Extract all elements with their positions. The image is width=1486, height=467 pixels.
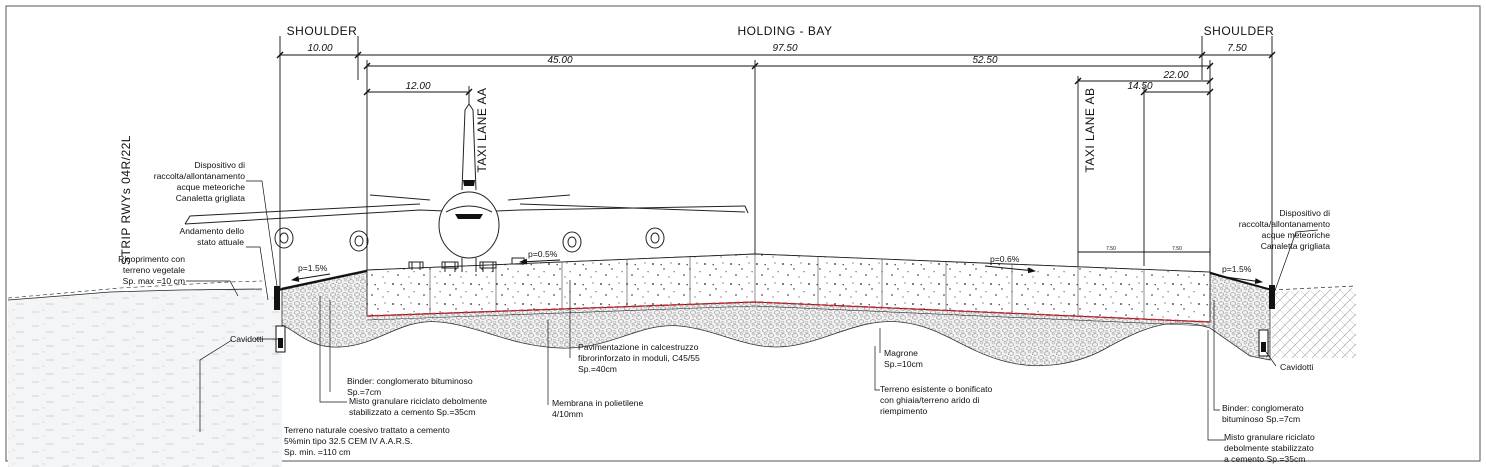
svg-text:Dispositivo di: Dispositivo di (194, 160, 245, 170)
svg-text:Andamento dello: Andamento dello (180, 226, 245, 236)
svg-text:terreno vegetale: terreno vegetale (123, 265, 185, 275)
svg-text:Ricoprimento con: Ricoprimento con (118, 254, 185, 264)
svg-text:Terreno naturale coesivo tratt: Terreno naturale coesivo trattato a ceme… (284, 425, 450, 435)
strip-label: STRIP RWYs 04R/22L (119, 135, 133, 265)
slope-left-bay: p=0.5% (528, 249, 558, 259)
dim-shoulder-right: 7.50 (1227, 43, 1247, 54)
annotation-membrane: Membrana in polietilene 4/10mm (552, 398, 643, 419)
svg-text:acque meteoriche: acque meteoriche (177, 182, 246, 192)
svg-text:Magrone: Magrone (884, 348, 918, 358)
svg-text:Binder: conglomerato bituminos: Binder: conglomerato bituminoso (347, 376, 473, 386)
annotation-granular-right: Misto granulare riciclato debolmente sta… (1224, 432, 1315, 464)
svg-text:5%min tipo 32.5 CEM IV A.A.R.S: 5%min tipo 32.5 CEM IV A.A.R.S. (284, 436, 412, 446)
lean-concrete-line (366, 305, 1211, 327)
svg-text:Pavimentazione in calcestruzzo: Pavimentazione in calcestruzzo (578, 342, 699, 352)
dimension-lines (279, 36, 1273, 290)
taxi-lane-aa-label: TAXI LANE AA (475, 87, 489, 172)
annotation-ducts-right: Cavidotti (1280, 362, 1314, 372)
annotation-existing-soil: Terreno esistente o bonificato con ghiai… (880, 384, 992, 416)
svg-text:Misto granulare riciclato: Misto granulare riciclato (1224, 432, 1315, 442)
svg-text:riempimento: riempimento (880, 406, 928, 416)
existing-state-line (7, 280, 263, 299)
annotation-granular-left: Misto granulare riciclato debolmente sta… (349, 396, 487, 417)
dim-shoulder-left: 10.00 (307, 43, 332, 54)
svg-text:fibrorinforzato in moduli, C45: fibrorinforzato in moduli, C45/55 (578, 353, 700, 363)
svg-text:Sp. min. =110 cm: Sp. min. =110 cm (284, 447, 350, 457)
svg-text:4/10mm: 4/10mm (552, 409, 583, 419)
slope-right-bay: p=0.6% (990, 254, 1020, 264)
annotation-topsoil: Ricoprimento con terreno vegetale Sp. ma… (118, 254, 185, 286)
svg-text:stabilizzato a cemento Sp.=35c: stabilizzato a cemento Sp.=35cm (349, 407, 475, 417)
header-shoulder-left: SHOULDER (287, 24, 358, 38)
svg-text:Canaletta grigliata: Canaletta grigliata (176, 193, 245, 203)
slope-arrows (291, 258, 1263, 285)
dim-taxi-ab-outer: 22.00 (1162, 70, 1188, 81)
svg-text:a cemento Sp.=35cm: a cemento Sp.=35cm (1224, 454, 1305, 464)
annotation-binder-left: Binder: conglomerato bituminoso Sp.=7cm (347, 376, 473, 397)
drawing-frame (5, 5, 1481, 462)
drain-left (274, 286, 280, 310)
svg-text:Sp.=10cm: Sp.=10cm (884, 359, 923, 369)
header-holding-bay: HOLDING - BAY (738, 24, 833, 38)
svg-text:acque meteoriche: acque meteoriche (1262, 230, 1331, 240)
annotation-ducts-left: Cavidotti (230, 334, 264, 344)
dim-taxi-aa-offset: 12.00 (405, 81, 430, 92)
shoulder-left-binder (277, 270, 368, 291)
svg-text:con ghiaia/terreno arido di: con ghiaia/terreno arido di (880, 395, 979, 405)
svg-text:Terreno esistente o bonificato: Terreno esistente o bonificato (880, 384, 992, 394)
topsoil-line (7, 288, 263, 301)
svg-text:Canaletta grigliata: Canaletta grigliata (1261, 241, 1330, 251)
right-ground-line (1271, 285, 1357, 291)
svg-text:Sp.=40cm: Sp.=40cm (578, 364, 617, 374)
dim-small-b: 7.50 (1172, 246, 1182, 252)
dim-taxi-ab-inner: 14.50 (1127, 81, 1152, 92)
aircraft-front-view (184, 103, 749, 272)
leader-lines (186, 180, 1319, 441)
slab-joints (429, 254, 1145, 319)
svg-text:Misto granulare riciclato debo: Misto granulare riciclato debolmente (349, 396, 487, 406)
dim-right-part: 52.50 (972, 55, 997, 66)
membrane-line (366, 301, 1211, 323)
svg-text:raccolta/allontanamento: raccolta/allontanamento (154, 171, 245, 181)
dim-holding-bay-total: 97.50 (772, 43, 797, 54)
svg-text:Binder: conglomerato: Binder: conglomerato (1222, 403, 1304, 413)
annotation-lean-concrete: Magrone Sp.=10cm (884, 348, 923, 369)
svg-text:raccolta/allontanamento: raccolta/allontanamento (1239, 219, 1330, 229)
svg-text:Membrana in polietilene: Membrana in polietilene (552, 398, 643, 408)
tail-marker (463, 180, 475, 186)
slope-right-shoulder: p=1.5% (1222, 264, 1252, 274)
taxi-lane-ab-label: TAXI LANE AB (1083, 87, 1097, 172)
svg-text:stato attuale: stato attuale (197, 237, 244, 247)
svg-text:Dispositivo di: Dispositivo di (1279, 208, 1330, 218)
natural-soil-left (8, 289, 282, 467)
svg-text:Sp.=7cm: Sp.=7cm (347, 387, 381, 397)
svg-text:bituminoso Sp.=7cm: bituminoso Sp.=7cm (1222, 414, 1300, 424)
dim-small-a: 7.50 (1106, 246, 1116, 252)
svg-text:Sp. max =10 cm: Sp. max =10 cm (123, 276, 185, 286)
natural-soil-right (1272, 288, 1356, 358)
cockpit-windows (455, 214, 483, 219)
svg-text:debolmente stabilizzato: debolmente stabilizzato (1224, 443, 1314, 453)
header-shoulder-right: SHOULDER (1204, 24, 1275, 38)
ducts-left-core (278, 338, 283, 348)
annotation-drain-left: Dispositivo di raccolta/allontanamento a… (154, 160, 245, 203)
annotation-drain-right: Dispositivo di raccolta/allontanamento a… (1239, 208, 1330, 251)
annotation-concrete: Pavimentazione in calcestruzzo fibrorinf… (578, 342, 700, 374)
dim-left-part: 45.00 (547, 55, 572, 66)
drain-right (1269, 285, 1275, 309)
ducts-right-core (1261, 342, 1266, 352)
annotation-natural-soil: Terreno naturale coesivo trattato a ceme… (284, 425, 450, 457)
annotation-existing-state: Andamento dello stato attuale (180, 226, 245, 247)
annotation-binder-right: Binder: conglomerato bituminoso Sp.=7cm (1222, 403, 1304, 424)
slope-left-shoulder: p=1.5% (298, 263, 328, 273)
dimension-ticks (276, 51, 1276, 96)
